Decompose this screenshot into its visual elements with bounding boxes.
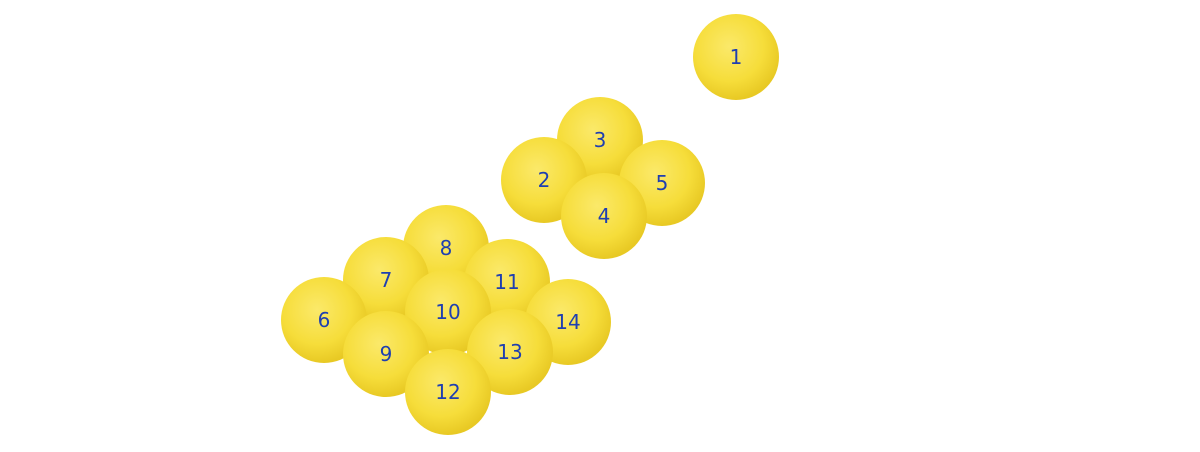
ball-number: 10	[435, 300, 460, 324]
ball-number: 12	[435, 380, 460, 404]
ball-number: 6	[318, 308, 331, 332]
ball-number: 14	[555, 310, 580, 334]
ball-number: 5	[656, 171, 669, 195]
ball-number: 2	[538, 168, 551, 192]
ball: 9	[343, 311, 429, 397]
ball: 10	[405, 269, 491, 355]
ball: 13	[467, 309, 553, 395]
ball-body	[693, 14, 779, 100]
ball-number: 1	[730, 45, 743, 69]
ball-number: 3	[594, 128, 607, 152]
ball-body	[467, 309, 553, 395]
ball-body	[405, 349, 491, 435]
ball: 1	[693, 14, 779, 100]
ball-number: 11	[494, 270, 519, 294]
ball-body	[343, 311, 429, 397]
ball-body	[561, 173, 647, 259]
ball-number: 9	[380, 342, 393, 366]
ball-number: 13	[497, 340, 522, 364]
ball-number: 4	[598, 204, 611, 228]
ball-number: 7	[380, 268, 393, 292]
ball: 4	[561, 173, 647, 259]
ball: 12	[405, 349, 491, 435]
ball-body	[405, 269, 491, 355]
ball-number: 8	[440, 236, 453, 260]
